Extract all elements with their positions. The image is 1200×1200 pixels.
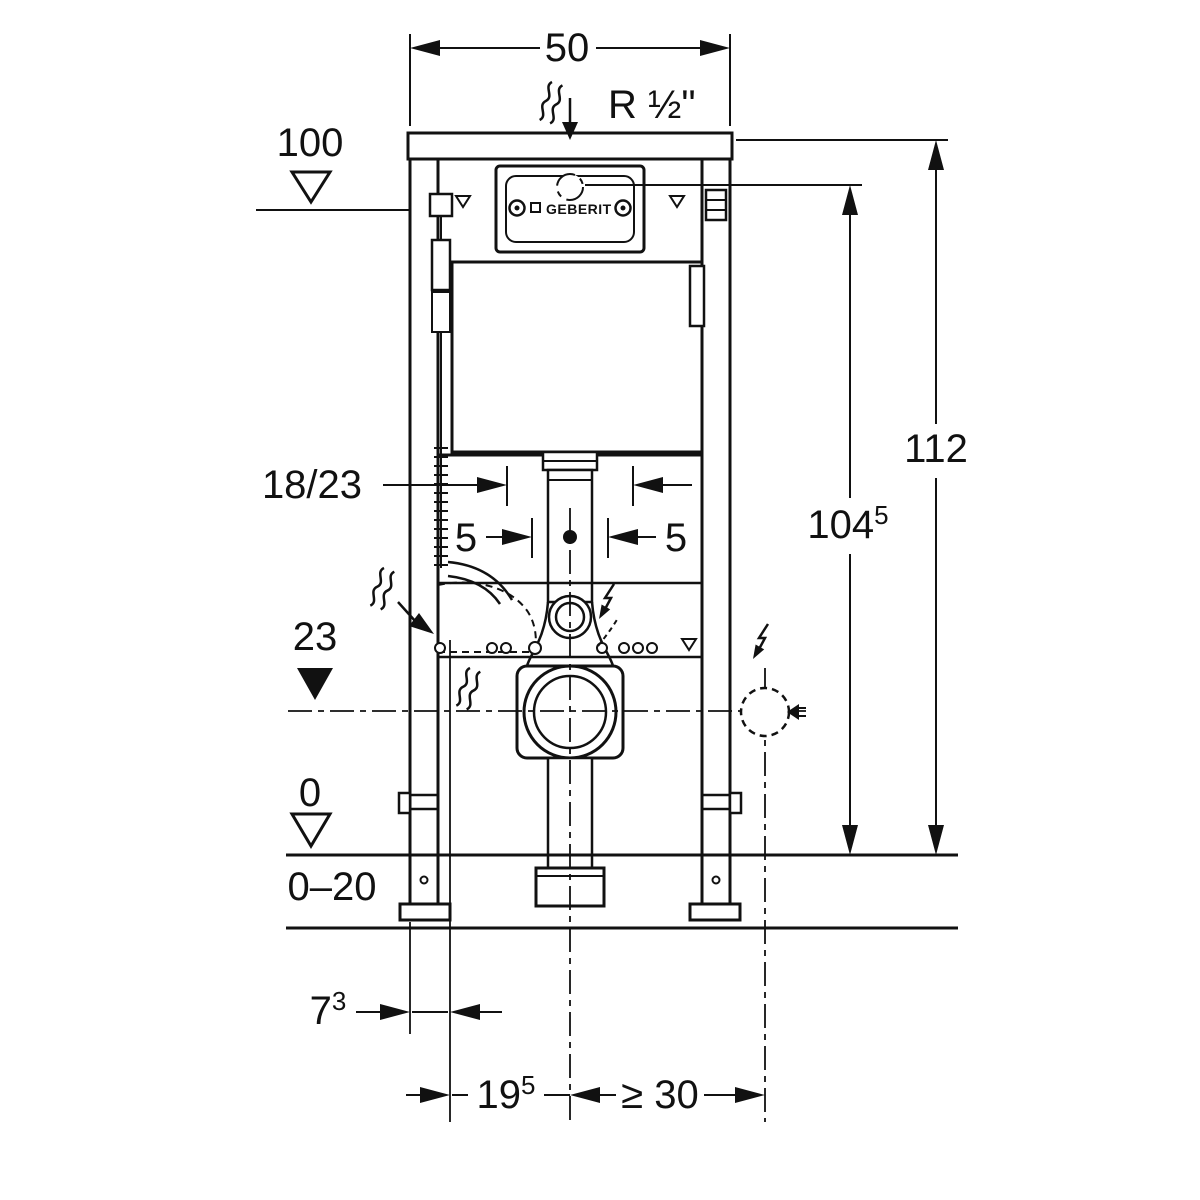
height-104-label: 1045: [807, 500, 888, 547]
dim-112-arrow-top: [928, 140, 944, 170]
level-100: 100: [256, 121, 410, 211]
angle-valve-lower: [431, 291, 451, 333]
dim-112-arrow-bottom: [928, 825, 944, 855]
dim-offsets-5: 5 5: [455, 516, 687, 560]
center-reference-dot: [563, 530, 577, 544]
wavy-lines-icon-outlet: [453, 666, 484, 712]
water-supply-assembly: [428, 188, 728, 653]
protection-box-lines: [706, 199, 726, 211]
panel-screw-left: [508, 199, 526, 217]
dim-50-extensions: [409, 34, 731, 126]
dim-mains-min-30: ≥ 30: [570, 1073, 765, 1117]
height-112-label: 112: [904, 427, 968, 471]
dim-30-label: ≥ 30: [621, 1073, 699, 1117]
mains-connection-outline: [739, 686, 791, 738]
right-leg-clamp: [728, 791, 743, 815]
mains-plug-prongs: [799, 707, 806, 717]
offset-left-arrow: [502, 529, 532, 545]
cistern-inner-tank: [450, 260, 704, 454]
flush-actuator-panel: [494, 164, 646, 254]
lightning-icon-mains: [751, 622, 770, 661]
offset-left-label: 5: [455, 516, 477, 560]
insulation-arrow-line: [397, 601, 417, 623]
lightning-icon-cable: [597, 582, 616, 621]
level-23: 23: [293, 615, 338, 700]
bend-size-label: 18/23: [262, 463, 362, 507]
wavy-lines-icon-top: [536, 80, 566, 126]
bend-arrow-left: [477, 477, 507, 493]
supply-hose: [447, 560, 514, 605]
floor-range-label: 0–20: [288, 865, 377, 909]
geberit-logo: GEBERIT: [546, 201, 612, 217]
cable-path-dashed: [597, 617, 619, 647]
right-foot-plate: [688, 902, 742, 922]
panel-screw-right-dot: [620, 205, 626, 211]
supply-size-label: R ½": [608, 83, 696, 127]
level-100-label: 100: [277, 121, 344, 165]
supply-connection-callout: R ½": [536, 80, 696, 140]
dim-30-arrow-left: [570, 1087, 600, 1103]
level-mark-right-small: [668, 195, 686, 209]
actuator-center-mark: [556, 173, 584, 201]
dim-width-50: 50: [409, 26, 731, 126]
dim-19-label: 195: [477, 1070, 536, 1117]
bend-extensions: [506, 466, 634, 506]
left-leg-hole: [419, 875, 429, 885]
dim-drain-19-5: 195: [406, 1070, 570, 1117]
hose-pocket-dashed: [437, 581, 537, 653]
level-0-label: 0: [299, 771, 321, 815]
concealed-cistern: GEBERIT: [436, 157, 706, 457]
supply-arrow-head: [562, 122, 578, 140]
wavy-lines-icon-left: [367, 566, 398, 612]
dim-104-arrow-bottom: [842, 825, 858, 855]
mains-plug-icon: [787, 704, 799, 720]
level-0: 0 0–20: [288, 771, 377, 909]
leg-clamp-lines: [410, 793, 730, 811]
left-leg-clamp: [397, 791, 412, 815]
protection-box: [704, 188, 728, 222]
level-marker-filled-23: [297, 668, 333, 700]
fixing-holes-row: [434, 641, 658, 655]
ground-lines: [286, 853, 958, 930]
level-mark-crossmember: [680, 638, 698, 652]
dim-height-112: 112: [736, 139, 968, 855]
panel-screw-right: [614, 199, 632, 217]
dim-7-label: 73: [310, 986, 347, 1033]
dim-height-104-5: 1045: [585, 184, 889, 855]
dim-bend-18-23: 18/23: [262, 463, 692, 507]
offset-right-label: 5: [665, 516, 687, 560]
overflow-bracket: [688, 264, 706, 328]
electrical-symbols: [597, 582, 806, 738]
dim-7-arrow-right: [450, 1004, 480, 1020]
panel-screw-left-dot: [514, 205, 520, 211]
dim-50-arrow-left: [410, 40, 440, 56]
dim-width-label: 50: [545, 26, 590, 70]
supply-connection-box: [428, 192, 454, 218]
dim-30-arrow-right: [735, 1087, 765, 1103]
right-leg-hole: [711, 875, 721, 885]
centerlines: [288, 508, 806, 1122]
offset-extensions: [531, 518, 609, 558]
level-marker-open-100: [289, 170, 333, 205]
insulation-arrow-head: [409, 613, 434, 634]
dim-104-arrow-top: [842, 185, 858, 215]
dim-7-arrow-left: [380, 1004, 410, 1020]
level-marker-open-0: [289, 812, 333, 849]
frame-right-rail: [700, 157, 732, 907]
angle-valve-upper: [430, 238, 452, 292]
left-foot-plate: [398, 902, 452, 922]
offset-right-arrow: [608, 529, 638, 545]
level-23-label: 23: [293, 615, 338, 659]
bend-arrow-right: [633, 477, 663, 493]
mounting-frame: [397, 131, 743, 922]
dim-50-arrow-right: [700, 40, 730, 56]
level-mark-left-small: [454, 195, 472, 209]
geberit-logo-mark: [530, 202, 541, 213]
dim-front-7-3: 73: [310, 986, 502, 1033]
dim-19-arrow-left: [420, 1087, 450, 1103]
insulation-symbols: [367, 566, 484, 712]
